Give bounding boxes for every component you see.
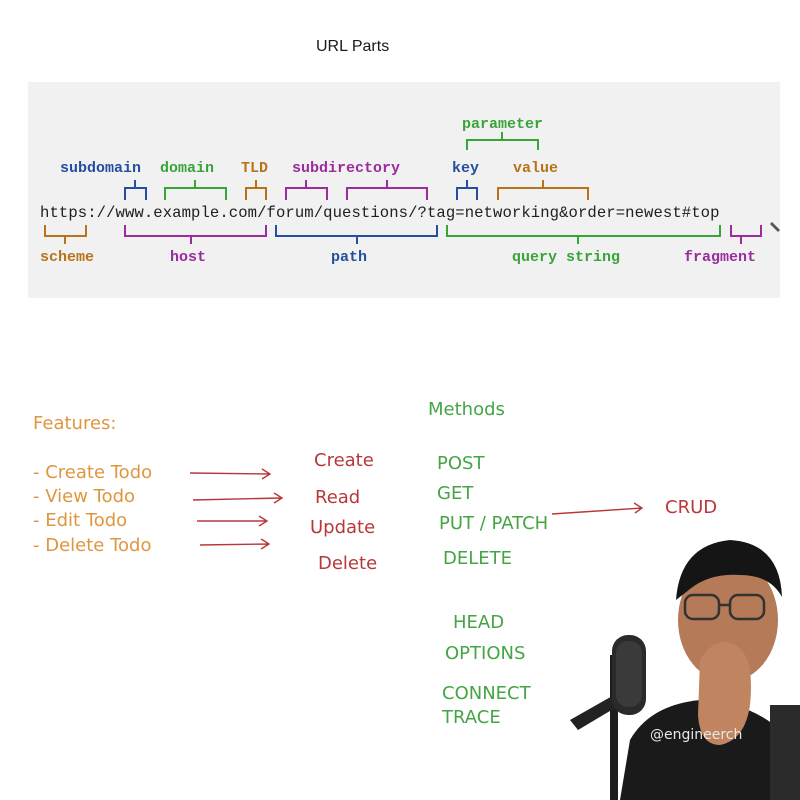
arrow-crud <box>551 502 644 515</box>
subdirectory-bracket-1 <box>285 180 328 200</box>
crud-update: Update <box>310 517 376 538</box>
method-put-patch: PUT / PATCH <box>439 513 549 534</box>
label-path: path <box>331 249 368 266</box>
feature-view: - View Todo <box>33 486 136 507</box>
label-subdirectory: subdirectory <box>292 160 401 177</box>
pen-cursor-icon <box>770 222 780 232</box>
shirt-text: @engineerch <box>650 727 743 743</box>
subdomain-bracket <box>124 180 147 200</box>
method-trace: TRACE <box>442 707 501 728</box>
method-connect: CONNECT <box>442 683 531 704</box>
features-heading: Features: <box>33 413 117 434</box>
label-domain: domain <box>160 160 215 177</box>
feature-edit: - Edit Todo <box>33 510 128 531</box>
arrow-read <box>192 492 284 504</box>
method-head: HEAD <box>453 612 505 633</box>
arrow-delete <box>199 538 271 550</box>
label-tld: TLD <box>241 160 269 177</box>
crud-create: Create <box>314 450 374 471</box>
url-string: https://www.example.com/forum/questions/… <box>40 204 720 222</box>
method-delete: DELETE <box>443 548 513 569</box>
subdirectory-bracket-2 <box>346 180 428 200</box>
domain-bracket <box>164 180 227 200</box>
path-bracket <box>275 225 438 244</box>
label-parameter: parameter <box>462 116 544 133</box>
scheme-bracket <box>44 225 87 244</box>
key-bracket <box>456 180 478 200</box>
fragment-bracket <box>730 225 762 244</box>
tld-bracket <box>245 180 267 200</box>
crud-delete: Delete <box>318 553 378 574</box>
arrow-create <box>189 468 272 480</box>
crud-label: CRUD <box>665 497 718 518</box>
presenter-video-overlay: @engineerch <box>550 505 800 800</box>
presenter-illustration <box>570 540 800 800</box>
label-scheme: scheme <box>40 249 95 266</box>
label-subdomain: subdomain <box>60 160 142 177</box>
label-host: host <box>170 249 207 266</box>
feature-create: - Create Todo <box>33 462 153 483</box>
label-query-string: query string <box>512 249 621 266</box>
methods-heading: Methods <box>428 399 505 420</box>
label-fragment: fragment <box>684 249 757 266</box>
method-post: POST <box>437 453 485 474</box>
method-options: OPTIONS <box>445 643 526 664</box>
page-title: URL Parts <box>316 38 390 55</box>
query-string-bracket <box>446 225 721 244</box>
crud-read: Read <box>315 487 361 508</box>
url-diagram-panel <box>28 82 780 298</box>
host-bracket <box>124 225 267 244</box>
arrow-update <box>197 515 269 527</box>
label-value: value <box>513 160 559 177</box>
feature-delete: - Delete Todo <box>33 535 152 556</box>
value-bracket <box>497 180 589 200</box>
method-get: GET <box>437 483 474 504</box>
label-key: key <box>452 160 480 177</box>
parameter-bracket <box>466 132 539 150</box>
